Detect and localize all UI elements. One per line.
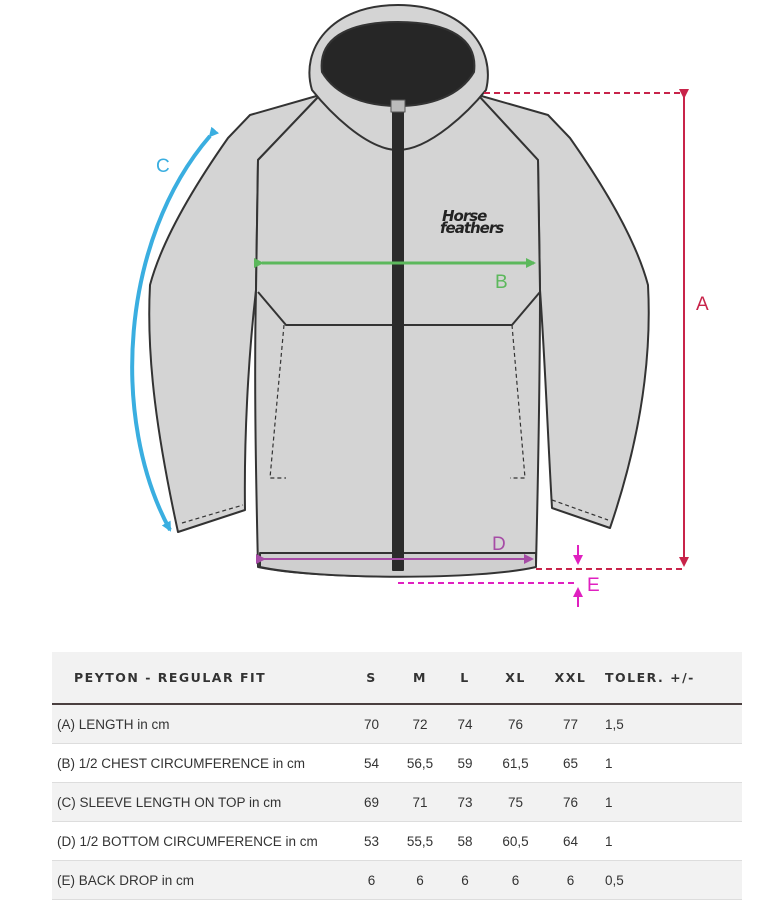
size-header: S <box>350 652 393 705</box>
label-e: E <box>587 575 600 596</box>
measurement-label: (D) 1/2 BOTTOM CIRCUMFERENCE in cm <box>52 821 350 861</box>
measure-c: C <box>130 126 220 532</box>
tolerance-value: 1 <box>593 782 742 822</box>
svg-text:feathers: feathers <box>440 219 504 237</box>
jacket-measurement-diagram: Horse feathers A B C D E <box>130 4 709 607</box>
table-row: (A) LENGTH in cm 70 72 74 76 77 1,5 <box>52 704 742 744</box>
measure-d: D <box>256 534 534 564</box>
size-value: 55,5 <box>393 821 447 861</box>
size-value: 6 <box>548 860 593 900</box>
size-value: 6 <box>350 860 393 900</box>
size-value: 76 <box>548 782 593 822</box>
size-value: 77 <box>548 704 593 744</box>
size-header: L <box>447 652 483 705</box>
size-value: 61,5 <box>483 743 548 783</box>
tolerance-header: TOLER. +/- <box>593 652 742 705</box>
measurement-label: (A) LENGTH in cm <box>52 704 350 744</box>
size-value: 65 <box>548 743 593 783</box>
pocket-left <box>269 324 286 479</box>
table-header-row: PEYTON - REGULAR FIT S M L XL XXL TOLER.… <box>52 652 742 705</box>
svg-text:Horse: Horse <box>442 207 487 225</box>
size-value: 64 <box>548 821 593 861</box>
label-b: B <box>495 272 508 293</box>
size-value: 59 <box>447 743 483 783</box>
table-row: (D) 1/2 BOTTOM CIRCUMFERENCE in cm 53 55… <box>52 821 742 861</box>
hood-opening <box>320 21 476 107</box>
size-value: 72 <box>393 704 447 744</box>
cuff-right <box>551 499 609 521</box>
measurement-label: (C) SLEEVE LENGTH ON TOP in cm <box>52 782 350 822</box>
measure-b: B <box>254 258 536 293</box>
table-title: PEYTON - REGULAR FIT <box>52 652 350 705</box>
size-value: 6 <box>393 860 447 900</box>
measure-e: E <box>398 545 600 607</box>
tolerance-value: 1 <box>593 743 742 783</box>
size-value: 60,5 <box>483 821 548 861</box>
size-value: 70 <box>350 704 393 744</box>
size-value: 6 <box>483 860 548 900</box>
size-value: 54 <box>350 743 393 783</box>
zipper-pull <box>390 99 406 113</box>
brand-logo: Horse feathers <box>440 207 505 237</box>
jacket-illustration <box>148 4 650 578</box>
size-value: 6 <box>447 860 483 900</box>
measurement-label: (B) 1/2 CHEST CIRCUMFERENCE in cm <box>52 743 350 783</box>
size-header: XL <box>483 652 548 705</box>
label-d: D <box>492 534 506 555</box>
size-value: 74 <box>447 704 483 744</box>
table-row: (B) 1/2 CHEST CIRCUMFERENCE in cm 54 56,… <box>52 743 742 783</box>
size-header: M <box>393 652 447 705</box>
table-row: (E) BACK DROP in cm 6 6 6 6 6 0,5 <box>52 860 742 900</box>
size-value: 76 <box>483 704 548 744</box>
pocket-right <box>510 324 526 479</box>
label-c: C <box>156 156 170 177</box>
tolerance-value: 1 <box>593 821 742 861</box>
size-value: 73 <box>447 782 483 822</box>
label-a: A <box>696 294 709 315</box>
measure-a: A <box>484 89 709 570</box>
size-value: 75 <box>483 782 548 822</box>
size-value: 56,5 <box>393 743 447 783</box>
size-value: 53 <box>350 821 393 861</box>
size-value: 71 <box>393 782 447 822</box>
measurement-label: (E) BACK DROP in cm <box>52 860 350 900</box>
tolerance-value: 1,5 <box>593 704 742 744</box>
table-row: (C) SLEEVE LENGTH ON TOP in cm 69 71 73 … <box>52 782 742 822</box>
size-value: 58 <box>447 821 483 861</box>
zipper <box>392 103 404 571</box>
size-value: 69 <box>350 782 393 822</box>
right-sleeve <box>477 94 650 529</box>
size-chart-table: PEYTON - REGULAR FIT S M L XL XXL TOLER.… <box>52 652 742 900</box>
size-header: XXL <box>548 652 593 705</box>
tolerance-value: 0,5 <box>593 860 742 900</box>
